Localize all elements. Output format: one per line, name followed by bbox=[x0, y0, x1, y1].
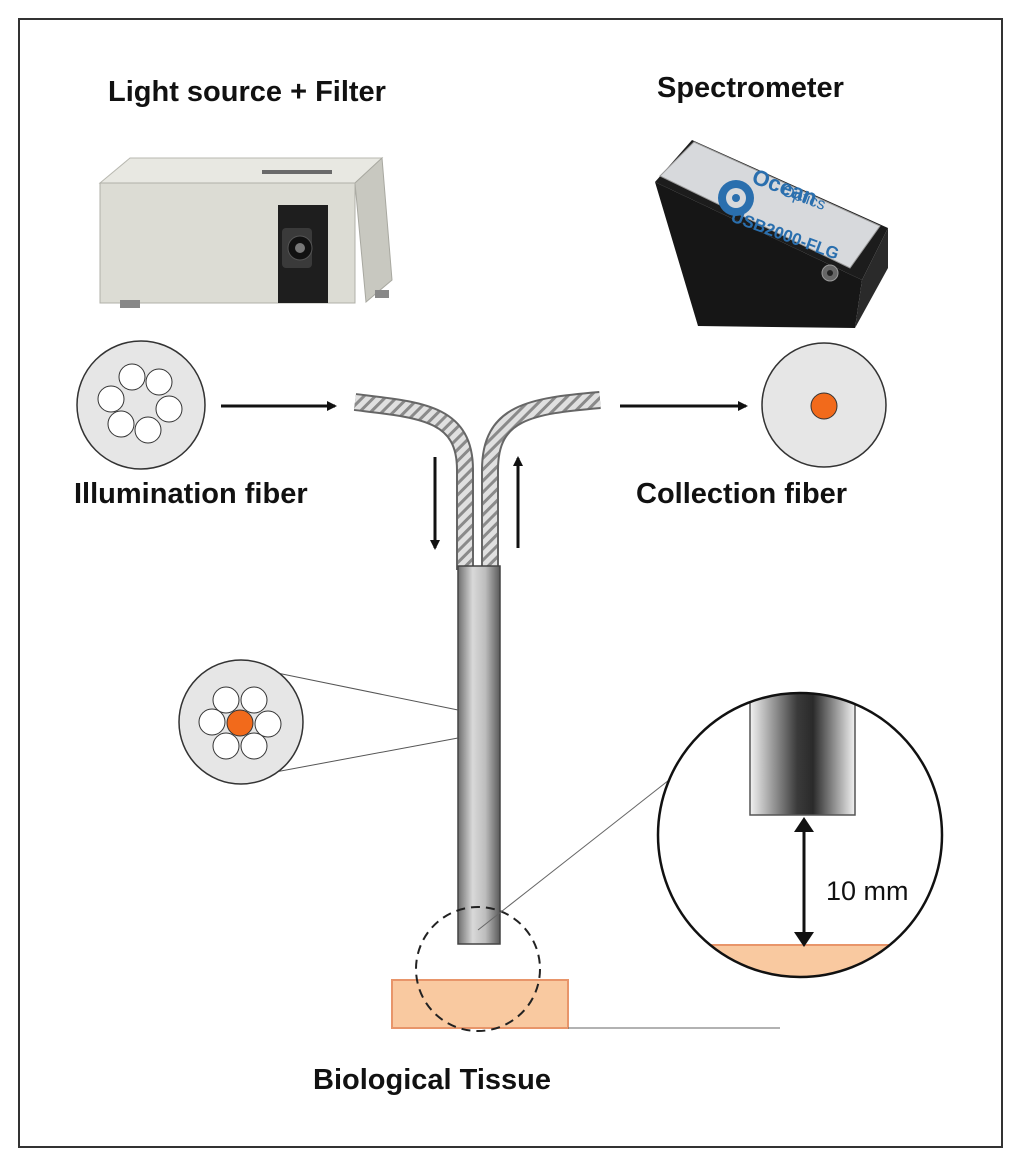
light-source-device bbox=[98, 156, 393, 308]
probe-tip bbox=[749, 693, 856, 816]
probe-cross-section bbox=[178, 659, 459, 785]
zoom-view bbox=[656, 691, 944, 979]
distance-label: 10 mm bbox=[826, 876, 909, 906]
spectrometer-device: Ocean Optics USB2000-FLG bbox=[655, 140, 888, 328]
collection-fiber-label: Collection fiber bbox=[636, 478, 848, 510]
probe-core bbox=[226, 709, 254, 737]
collection-fiber-cross-section bbox=[761, 342, 887, 468]
illumination-fiber-cross-section bbox=[76, 340, 206, 470]
collection-core bbox=[810, 392, 838, 420]
figure-frame bbox=[18, 18, 1003, 1148]
spectrometer-label: Spectrometer bbox=[657, 72, 844, 104]
tissue-label: Biological Tissue bbox=[313, 1064, 551, 1096]
fiber-bundle bbox=[353, 391, 601, 570]
focus-region bbox=[415, 906, 541, 1032]
light-source-label: Light source + Filter bbox=[108, 76, 386, 108]
tissue-block bbox=[391, 979, 569, 1029]
illumination-fiber-label: Illumination fiber bbox=[74, 478, 308, 510]
probe-tube bbox=[457, 565, 501, 945]
